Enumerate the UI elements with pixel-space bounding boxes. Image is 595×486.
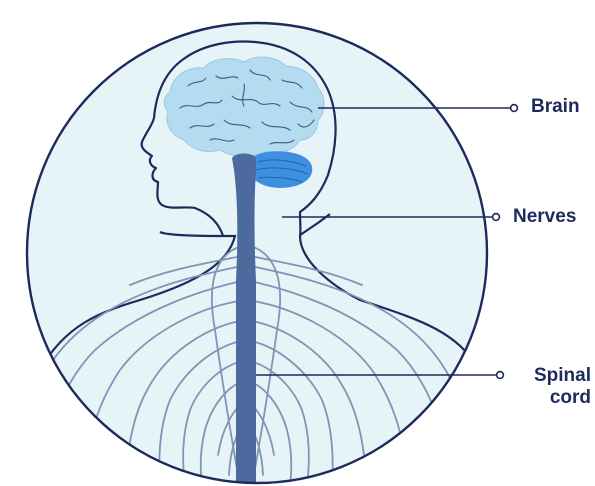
nerves-leader-dot xyxy=(493,214,500,221)
spinal-cord-label-line2: cord xyxy=(534,387,591,409)
brain-label: Brain xyxy=(531,96,580,118)
spinal-leader-dot xyxy=(497,372,504,379)
nerves-label: Nerves xyxy=(513,206,576,228)
spinal-cord-label-line1: Spinal xyxy=(534,365,591,387)
spinal-cord-label: Spinal cord xyxy=(534,365,591,409)
brain-leader-dot xyxy=(511,105,518,112)
